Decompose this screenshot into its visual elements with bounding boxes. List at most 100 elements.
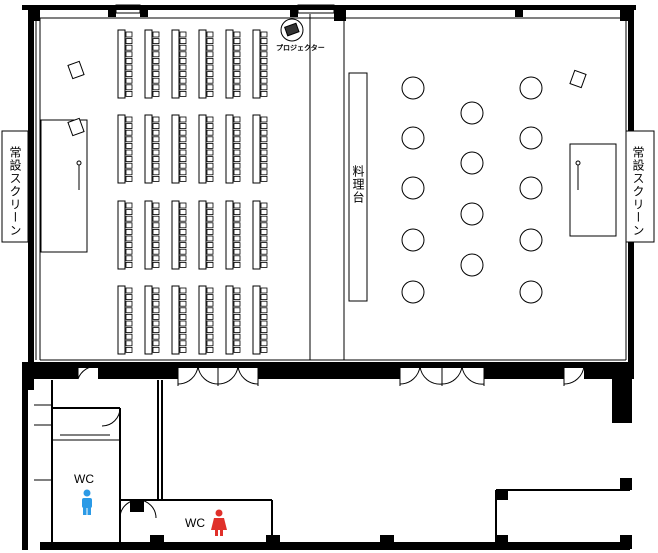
round-table	[519, 126, 543, 150]
desk	[252, 200, 261, 270]
round-tables	[401, 76, 543, 304]
projector-icon	[280, 18, 304, 42]
right-screen-box	[625, 130, 655, 243]
desk	[144, 285, 153, 355]
chair	[179, 255, 187, 262]
seat-block	[171, 29, 187, 99]
seat-block	[225, 29, 241, 99]
chair	[179, 242, 187, 249]
chair	[206, 327, 214, 334]
seat-block	[225, 114, 241, 184]
chair	[125, 300, 133, 307]
chair	[125, 51, 133, 58]
chair	[206, 248, 214, 255]
chair	[206, 340, 214, 347]
chair	[233, 136, 241, 143]
chair	[125, 58, 133, 64]
chair	[179, 215, 187, 222]
chair	[233, 44, 241, 51]
chair	[125, 228, 133, 235]
chair	[233, 215, 241, 222]
desk	[171, 29, 180, 99]
chair	[260, 346, 268, 353]
chair	[260, 320, 268, 327]
chair	[152, 84, 160, 91]
chair	[152, 202, 160, 209]
chair	[260, 307, 268, 314]
chair	[206, 31, 214, 38]
chair	[179, 123, 187, 129]
desk	[225, 114, 234, 184]
chair	[125, 175, 133, 182]
chair	[179, 38, 187, 44]
chair	[260, 91, 268, 97]
chair	[125, 142, 133, 149]
chair	[206, 222, 214, 229]
chair	[152, 77, 160, 84]
chair	[125, 346, 133, 353]
chair	[179, 222, 187, 229]
seat-block	[171, 114, 187, 184]
chair	[152, 228, 160, 235]
chair	[179, 51, 187, 58]
desk	[225, 285, 234, 355]
cooking-table	[348, 72, 368, 302]
columns	[130, 478, 632, 549]
chair	[233, 320, 241, 327]
round-table	[460, 202, 484, 226]
chair	[125, 307, 133, 314]
desk	[198, 29, 207, 99]
chair	[206, 149, 214, 156]
chair	[260, 327, 268, 334]
chair	[206, 235, 214, 242]
chair	[152, 91, 160, 97]
desk	[171, 285, 180, 355]
chair	[179, 77, 187, 84]
chair	[125, 333, 133, 340]
outer-walls	[22, 5, 636, 550]
chair	[179, 169, 187, 176]
seat-block	[252, 200, 268, 270]
desk	[144, 29, 153, 99]
chair	[260, 149, 268, 156]
chair	[125, 31, 133, 38]
seat-block	[144, 285, 160, 355]
chair	[206, 169, 214, 176]
round-table	[401, 280, 425, 304]
chair	[152, 333, 160, 340]
chair	[206, 44, 214, 51]
chair	[233, 71, 241, 77]
chair	[152, 31, 160, 38]
seat-block	[252, 114, 268, 184]
chair	[125, 287, 133, 294]
chair	[260, 242, 268, 249]
chair	[260, 162, 268, 169]
chair	[152, 327, 160, 334]
chair	[233, 84, 241, 91]
chair	[206, 58, 214, 64]
desk	[144, 200, 153, 270]
chair	[206, 313, 214, 320]
chair	[206, 77, 214, 84]
chair	[260, 116, 268, 123]
mic-stand-left	[76, 160, 82, 190]
chair	[152, 58, 160, 64]
chair	[125, 320, 133, 327]
right-screen-label: 常設スクリーン	[631, 146, 645, 237]
chair	[206, 175, 214, 182]
chair	[152, 215, 160, 222]
chair	[179, 136, 187, 143]
chair	[260, 142, 268, 149]
round-table	[401, 126, 425, 150]
chair	[179, 71, 187, 77]
seat-block	[171, 200, 187, 270]
chair	[233, 255, 241, 262]
chair	[152, 255, 160, 262]
chair	[206, 156, 214, 163]
chair	[233, 51, 241, 58]
chair	[125, 327, 133, 334]
chair	[233, 156, 241, 163]
chair	[260, 156, 268, 163]
chair	[260, 340, 268, 347]
chair	[260, 129, 268, 136]
